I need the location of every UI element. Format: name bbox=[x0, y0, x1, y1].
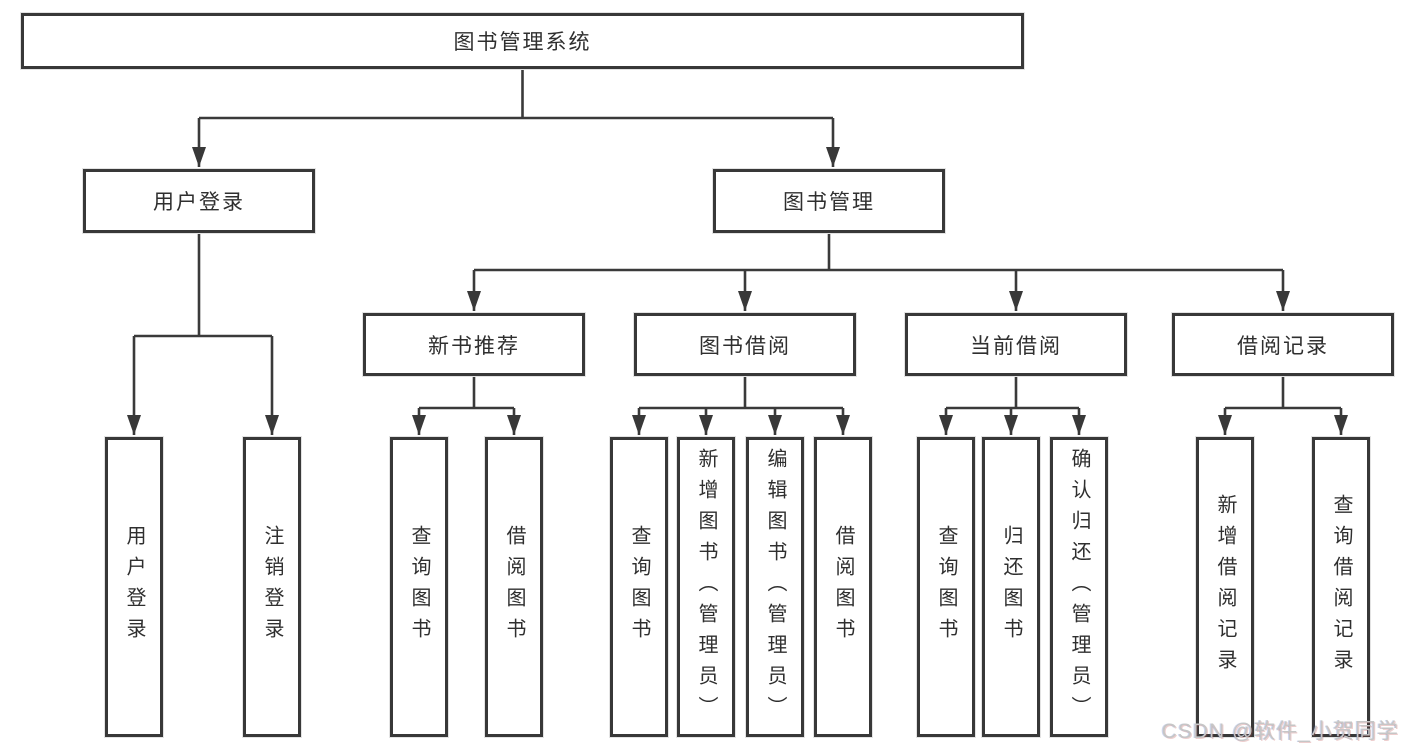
node-user-login-label: 用户登录 bbox=[153, 191, 245, 214]
leaf-records-query: 查询借阅记录 bbox=[1312, 437, 1370, 737]
node-new-books: 新书推荐 bbox=[363, 313, 585, 376]
node-borrow-records: 借阅记录 bbox=[1172, 313, 1394, 376]
leaf-current-return-label: 归还图书 bbox=[1000, 525, 1022, 649]
leaf-records-query-label: 查询借阅记录 bbox=[1330, 494, 1352, 680]
node-root: 图书管理系统 bbox=[21, 13, 1024, 69]
leaf-logout: 注销登录 bbox=[243, 437, 301, 737]
node-user-login: 用户登录 bbox=[83, 169, 315, 233]
leaf-borrow-edit-admin: 编辑图书（管理员） bbox=[746, 437, 804, 737]
leaf-current-return: 归还图书 bbox=[982, 437, 1040, 737]
leaf-user-login-label: 用户登录 bbox=[123, 525, 145, 649]
node-new-books-label: 新书推荐 bbox=[428, 334, 520, 358]
node-book-borrow-label: 图书借阅 bbox=[699, 334, 791, 358]
node-book-borrow: 图书借阅 bbox=[634, 313, 856, 376]
leaf-newbooks-query: 查询图书 bbox=[390, 437, 448, 737]
leaf-borrow-query-label: 查询图书 bbox=[628, 525, 650, 649]
leaf-newbooks-query-label: 查询图书 bbox=[408, 525, 430, 649]
leaf-newbooks-borrow-label: 借阅图书 bbox=[503, 525, 525, 649]
leaf-current-query-label: 查询图书 bbox=[935, 525, 957, 649]
leaf-borrow-add-admin: 新增图书（管理员） bbox=[677, 437, 735, 737]
leaf-user-login: 用户登录 bbox=[105, 437, 163, 737]
node-current-borrow: 当前借阅 bbox=[905, 313, 1127, 376]
leaf-current-confirm-admin: 确认归还（管理员） bbox=[1050, 437, 1108, 737]
leaf-logout-label: 注销登录 bbox=[261, 525, 283, 649]
leaf-records-add: 新增借阅记录 bbox=[1196, 437, 1254, 737]
leaf-newbooks-borrow: 借阅图书 bbox=[485, 437, 543, 737]
csdn-watermark: CSDN @软件_小贺同学 bbox=[1161, 720, 1399, 743]
leaf-current-confirm-admin-label: 确认归还（管理员） bbox=[1068, 447, 1090, 727]
leaf-borrow-book-label: 借阅图书 bbox=[832, 525, 854, 649]
node-book-mgmt-label: 图书管理 bbox=[783, 191, 875, 214]
leaf-borrow-add-admin-label: 新增图书（管理员） bbox=[695, 447, 717, 727]
leaf-borrow-edit-admin-label: 编辑图书（管理员） bbox=[764, 447, 786, 727]
leaf-current-query: 查询图书 bbox=[917, 437, 975, 737]
node-current-borrow-label: 当前借阅 bbox=[970, 334, 1062, 358]
node-borrow-records-label: 借阅记录 bbox=[1237, 334, 1329, 358]
leaf-records-add-label: 新增借阅记录 bbox=[1214, 494, 1236, 680]
node-book-mgmt: 图书管理 bbox=[713, 169, 945, 233]
leaf-borrow-book: 借阅图书 bbox=[814, 437, 872, 737]
leaf-borrow-query: 查询图书 bbox=[610, 437, 668, 737]
node-root-label: 图书管理系统 bbox=[453, 31, 592, 54]
